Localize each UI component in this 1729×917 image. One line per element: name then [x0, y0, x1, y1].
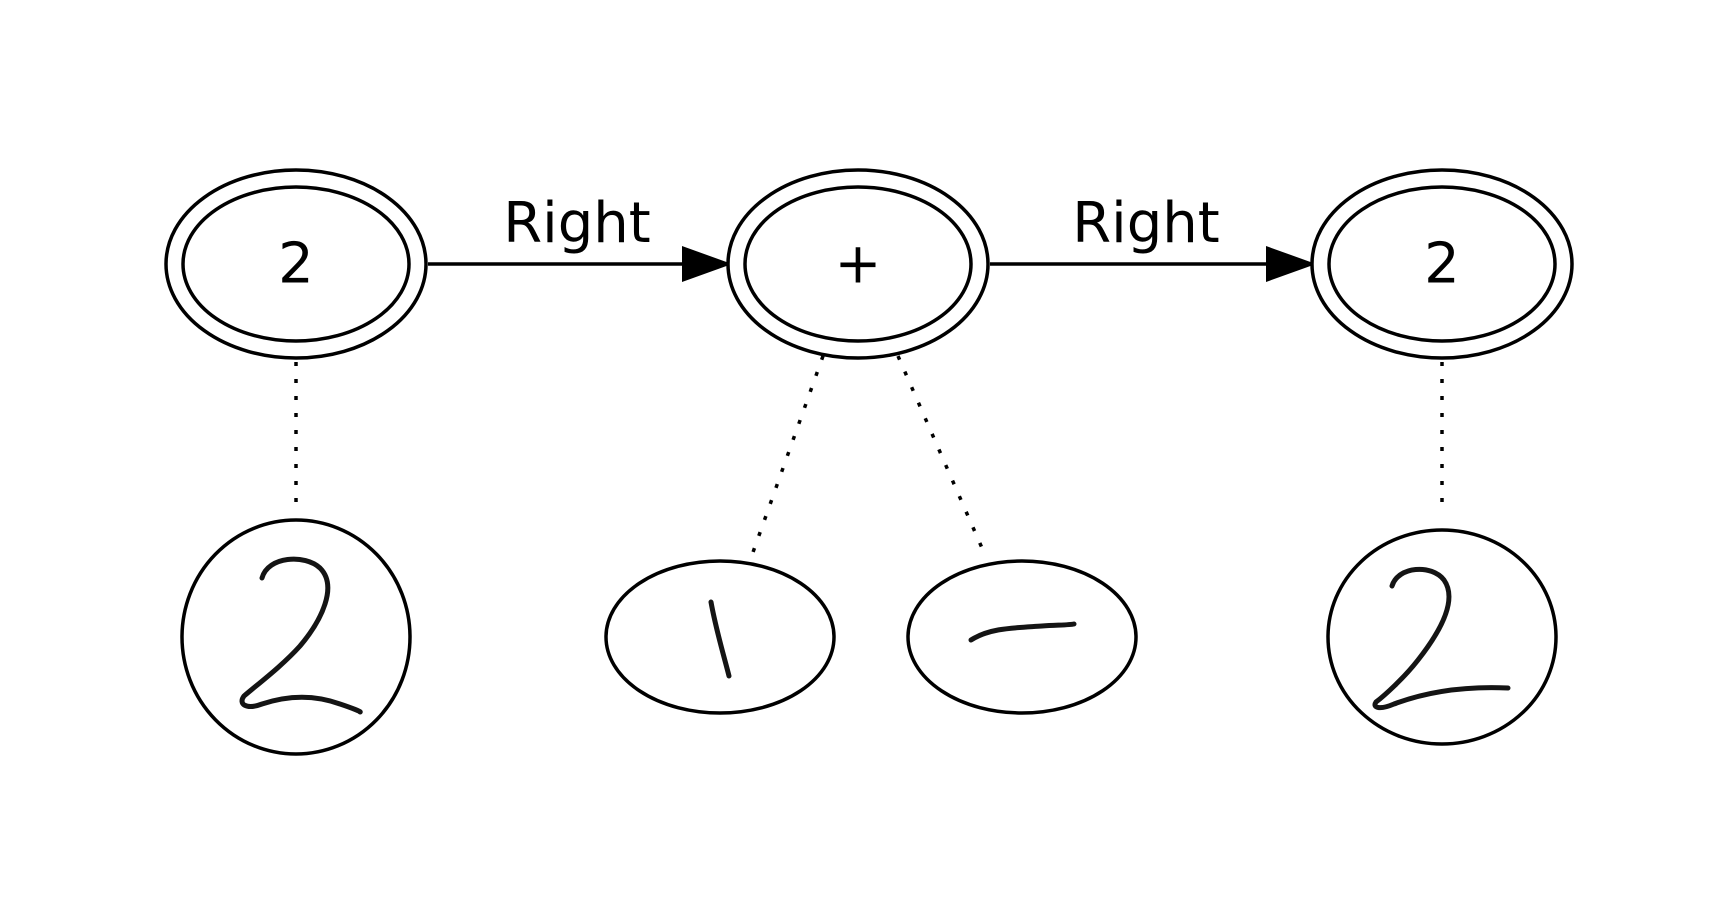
edge-n1-n2-arrowhead [682, 246, 732, 282]
edge-n2-n3-arrowhead [1266, 246, 1316, 282]
symbol-node-n2-label: + [835, 232, 882, 297]
symbol-node-n1: 2 [164, 168, 428, 360]
symbol-node-n3: 2 [1310, 168, 1574, 360]
handwritten-2-glyph [239, 556, 363, 715]
handwritten-1-glyph [708, 599, 732, 679]
symbol-node-n2: + [726, 168, 990, 360]
handwritten-2-glyph [1372, 566, 1511, 711]
handwritten-node-2a [180, 518, 412, 756]
edge-n1-n2-label: Right [503, 191, 650, 256]
handwritten-node-1 [604, 559, 836, 715]
symbol-node-n1-label: 2 [278, 232, 314, 297]
handwritten-node-2b [1326, 528, 1558, 746]
handwritten-minus-glyph [968, 621, 1077, 643]
link-n2-to-stroke-1 [750, 355, 825, 556]
handwritten-node-minus [906, 559, 1138, 715]
symbol-node-n3-label: 2 [1424, 232, 1460, 297]
link-n2-to-stroke-minus [896, 355, 984, 549]
edge-n2-n3: Right [990, 191, 1316, 282]
edge-n1-n2: Right [428, 191, 732, 282]
edge-n2-n3-label: Right [1072, 191, 1219, 256]
